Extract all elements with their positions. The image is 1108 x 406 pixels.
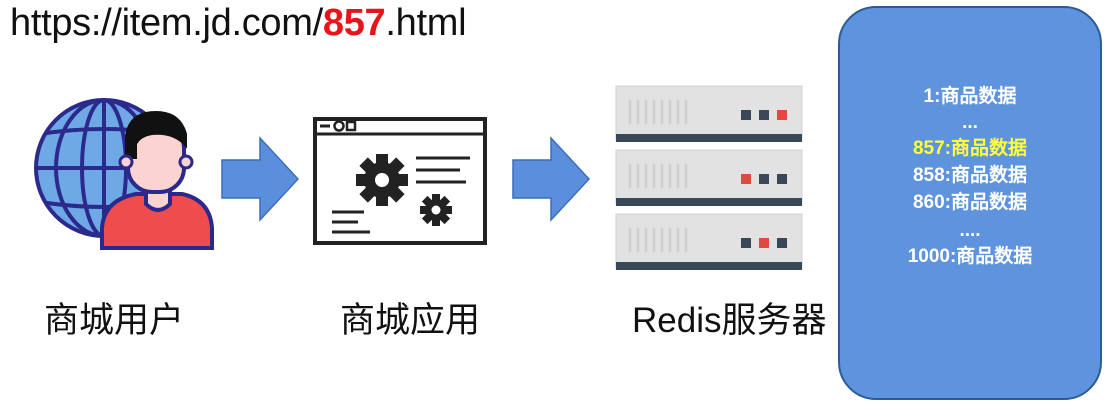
cache-entry: 858:商品数据: [912, 165, 1028, 186]
globe-user-icon: [34, 98, 214, 250]
arrow-right-icon: [221, 136, 300, 222]
cache-entry: 1000:商品数据: [907, 246, 1033, 267]
server-rack-icon: [615, 85, 803, 270]
request-url: https://item.jd.com/857.html: [10, 2, 467, 45]
caption-user: 商城用户: [44, 301, 185, 340]
url-suffix: .html: [385, 2, 467, 44]
cache-entry: 860:商品数据: [912, 192, 1028, 213]
caption-redis: Redis服务器: [632, 301, 827, 340]
redis-cache-panel: 1:商品数据 ... 857:商品数据 858:商品数据 860:商品数据 ..…: [838, 6, 1102, 400]
arrow-right-icon: [512, 136, 591, 222]
browser-gear-icon: [313, 117, 487, 245]
caption-app: 商城应用: [340, 301, 481, 340]
url-product-id: 857: [322, 2, 386, 44]
cache-entry: 1:商品数据: [923, 86, 1017, 107]
flow-arrow-1: [221, 136, 300, 222]
cache-ellipsis: ...: [962, 112, 978, 133]
cache-ellipsis: ....: [959, 220, 981, 241]
flow-arrow-2: [512, 136, 591, 222]
cache-entry-highlighted: 857:商品数据: [912, 138, 1028, 159]
url-prefix: https://item.jd.com/: [10, 2, 323, 44]
